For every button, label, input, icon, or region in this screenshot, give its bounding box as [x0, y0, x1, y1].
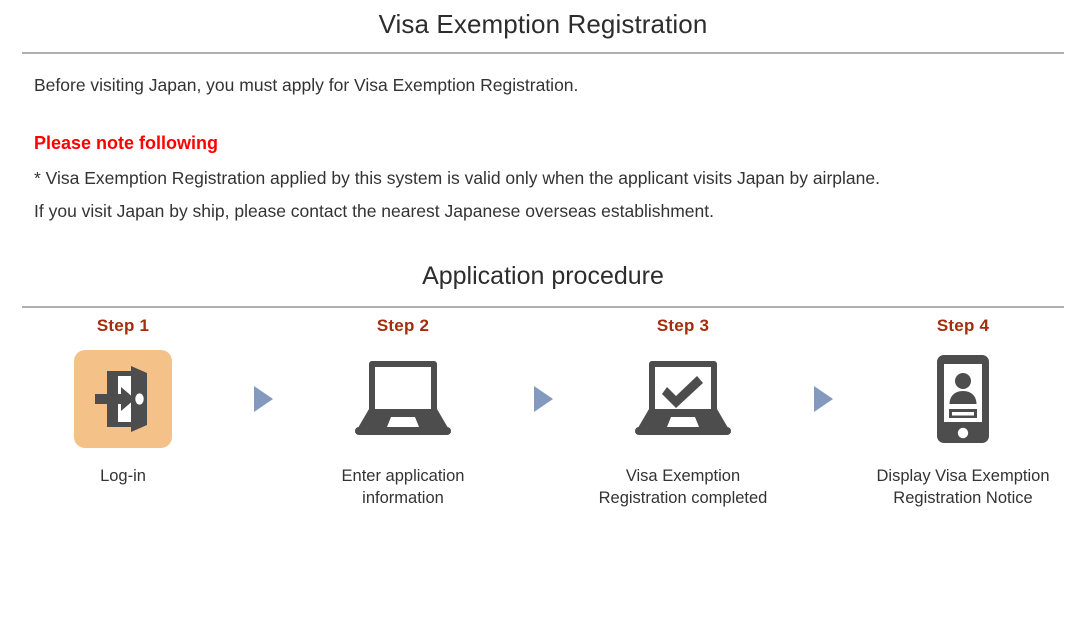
step-1: Step 1: [10, 315, 236, 487]
step-4: Step 4 Display Visa Exemption Registrati…: [850, 315, 1076, 509]
note-heading: Please note following: [34, 133, 219, 153]
step-2-label: Step 2: [376, 316, 430, 335]
step-4-caption: Display Visa Exemption Registration Noti…: [876, 467, 1050, 507]
laptop-icon: [355, 361, 451, 435]
step-3-icon-wrap: [631, 350, 735, 448]
procedure-title: Application procedure: [422, 262, 664, 290]
application-procedure-steps: Step 1: [0, 315, 1086, 509]
note-body: * Visa Exemption Registration applied by…: [34, 158, 1044, 227]
play-triangle-icon: [813, 386, 833, 412]
step-arrow-1: [236, 350, 290, 448]
step-2-caption: Enter application information: [341, 467, 465, 507]
step-4-icon-wrap: [931, 350, 995, 448]
step-2: Step 2 Enter application information: [290, 315, 516, 509]
step-3-caption: Visa Exemption Registration completed: [598, 467, 768, 507]
step-arrow-3: [796, 350, 850, 448]
divider-top: [22, 52, 1064, 54]
play-triangle-icon: [253, 386, 273, 412]
intro-section: Before visiting Japan, you must apply fo…: [0, 54, 1086, 227]
laptop-check-icon: [635, 361, 731, 435]
step-1-label: Step 1: [96, 316, 150, 335]
play-triangle-icon: [533, 386, 553, 412]
step-3-label: Step 3: [656, 316, 710, 335]
note-line-1: * Visa Exemption Registration applied by…: [34, 168, 880, 188]
step-1-icon-wrap: [74, 350, 172, 448]
page-title: Visa Exemption Registration: [378, 9, 708, 39]
step-arrow-2: [516, 350, 570, 448]
login-highlight-tile: [74, 350, 172, 448]
step-2-icon-wrap: [351, 350, 455, 448]
smartphone-id-icon: [937, 355, 989, 443]
step-3: Step 3 Visa Exemption Registration compl…: [570, 315, 796, 509]
divider-procedure: [22, 306, 1064, 308]
step-4-label: Step 4: [936, 316, 990, 335]
step-1-caption: Log-in: [100, 467, 146, 485]
note-line-2: If you visit Japan by ship, please conta…: [34, 200, 714, 221]
login-door-icon: [95, 366, 147, 432]
intro-text: Before visiting Japan, you must apply fo…: [34, 75, 579, 95]
